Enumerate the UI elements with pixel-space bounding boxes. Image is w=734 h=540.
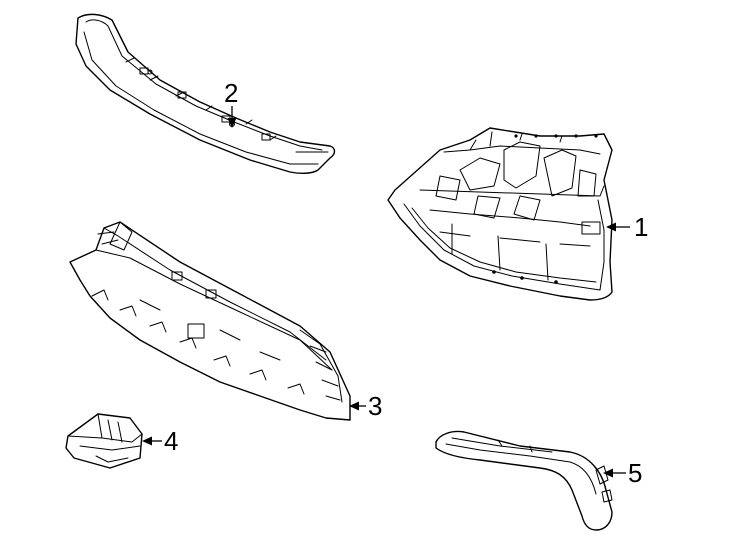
callout-5: 5 (603, 458, 642, 488)
callout-3: 3 (349, 391, 382, 421)
part-5-lower-trim (435, 430, 613, 531)
callout-1-label: 1 (634, 212, 648, 242)
callout-3-label: 3 (368, 391, 382, 421)
callout-4: 4 (142, 426, 178, 456)
part-3-deflector (69, 221, 351, 421)
callout-5-label: 5 (628, 458, 642, 488)
part-1-housing (387, 127, 613, 301)
callout-2: 2 (224, 78, 238, 128)
part-2-upper-trim (75, 13, 336, 175)
part-4-clip (65, 413, 143, 469)
callout-4-label: 4 (164, 426, 178, 456)
callout-1: 1 (606, 212, 648, 242)
callout-2-label: 2 (224, 78, 238, 108)
